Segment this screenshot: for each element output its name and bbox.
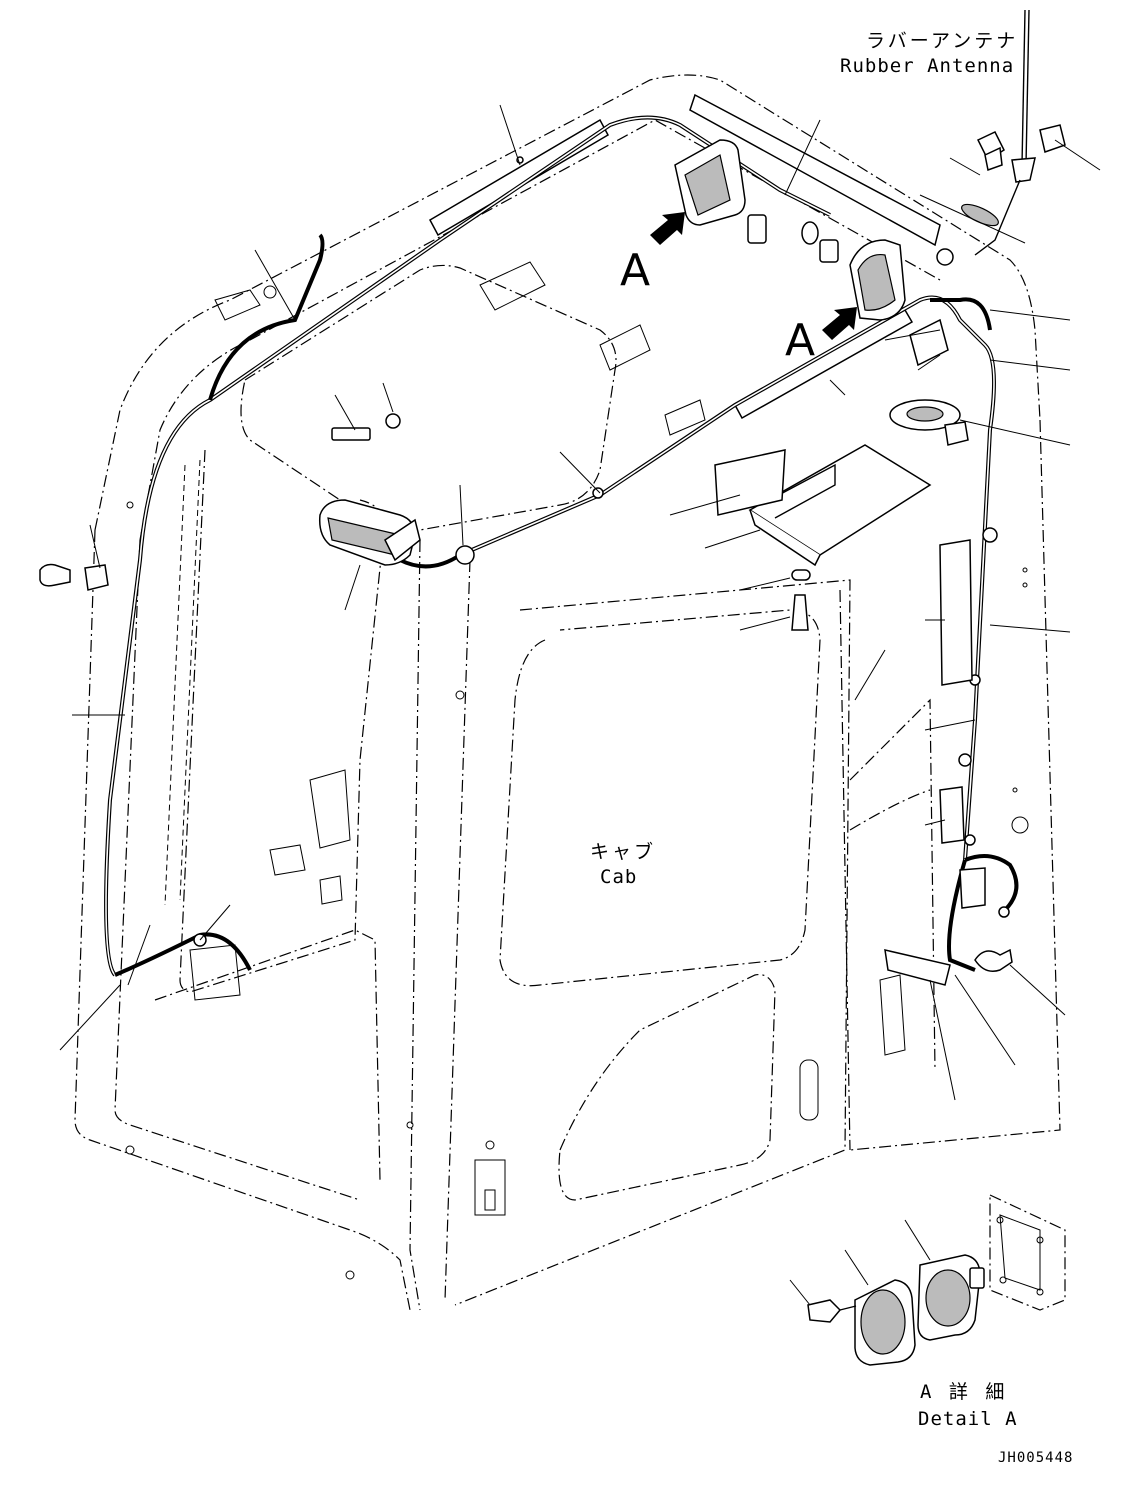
leader-lines bbox=[59, 104, 1101, 1306]
side-speaker-ring bbox=[889, 399, 969, 446]
roof-speaker-right bbox=[819, 239, 906, 321]
wiring-harness bbox=[104, 115, 1019, 977]
text-labels: ラバーアンテナ Rubber Antenna A A キャブ Cab A 詳 細… bbox=[590, 30, 1073, 1466]
drawing-code: JH005448 bbox=[998, 1450, 1073, 1466]
ceiling-lamp bbox=[318, 413, 475, 566]
detail-label-en: Detail A bbox=[918, 1408, 1018, 1430]
detail-a bbox=[807, 1194, 1066, 1366]
rubber-antenna bbox=[936, 9, 1066, 266]
cab-label-en: Cab bbox=[600, 866, 637, 888]
cab-label-jp: キャブ bbox=[590, 840, 656, 863]
side-fasteners bbox=[39, 563, 1013, 986]
detail-label-jp: A 詳 細 bbox=[920, 1381, 1007, 1403]
roof-speaker-left bbox=[674, 139, 819, 245]
view-arrows bbox=[650, 212, 857, 340]
antenna-label-en: Rubber Antenna bbox=[840, 55, 1014, 77]
antenna-label-jp: ラバーアンテナ bbox=[866, 30, 1018, 52]
radio-bracket bbox=[714, 444, 973, 844]
view-marker-a-2: A bbox=[785, 315, 815, 366]
view-marker-a-1: A bbox=[620, 245, 650, 296]
cab-frame bbox=[74, 74, 1061, 1311]
